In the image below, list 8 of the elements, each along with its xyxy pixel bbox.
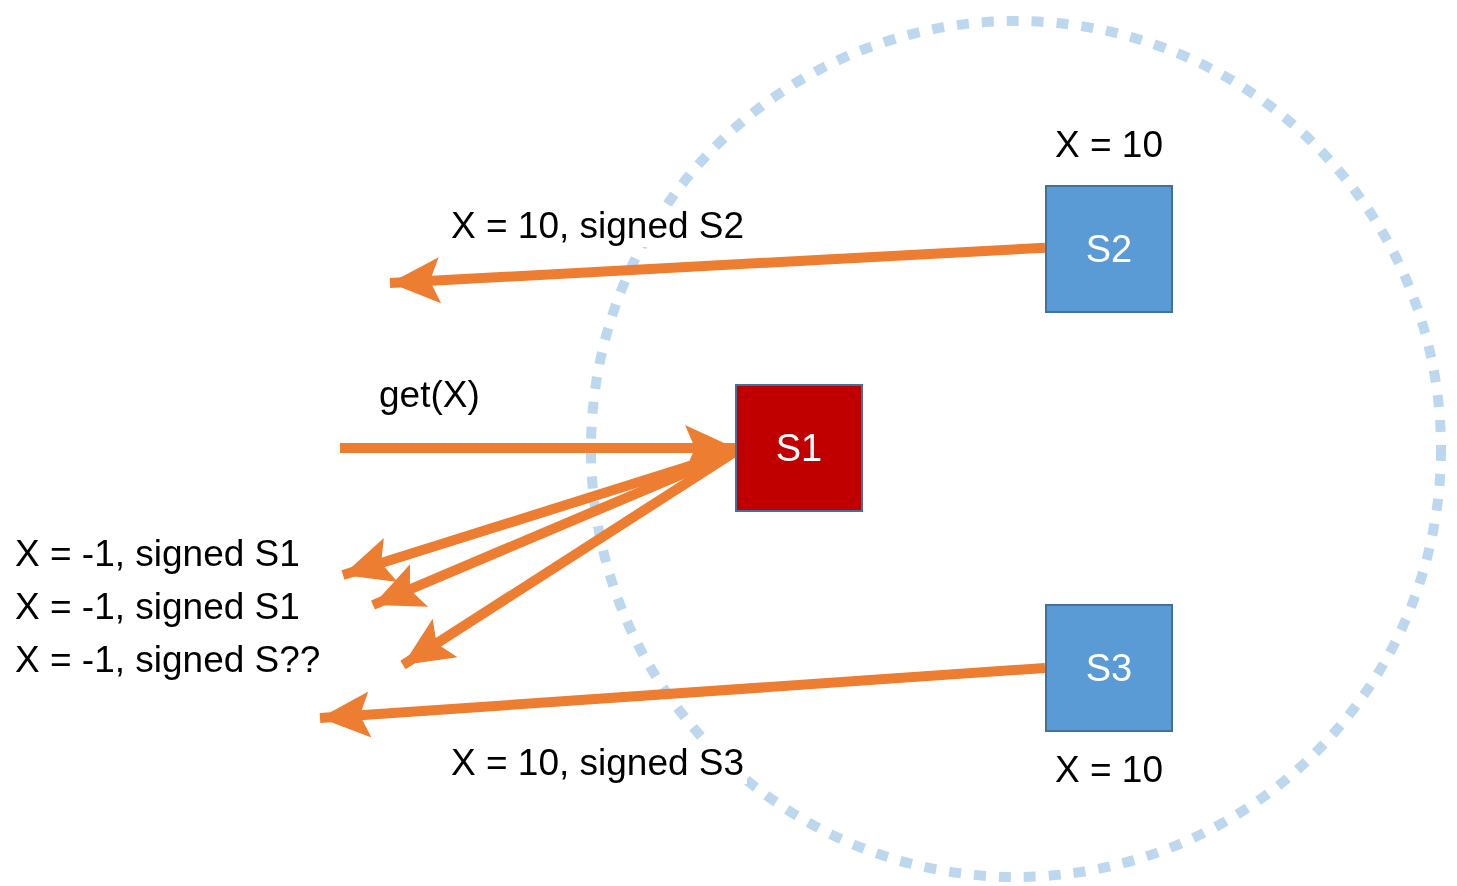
server-box: S1 xyxy=(735,384,863,512)
arrow xyxy=(319,663,1046,738)
value-label: X = 10 xyxy=(1055,125,1163,166)
value-label: X = 10 xyxy=(1055,750,1163,791)
edge-label: X = 10, signed S3 xyxy=(448,743,748,784)
arrow xyxy=(389,242,1046,304)
server-box: S3 xyxy=(1045,604,1173,732)
server-box: S2 xyxy=(1045,185,1173,313)
